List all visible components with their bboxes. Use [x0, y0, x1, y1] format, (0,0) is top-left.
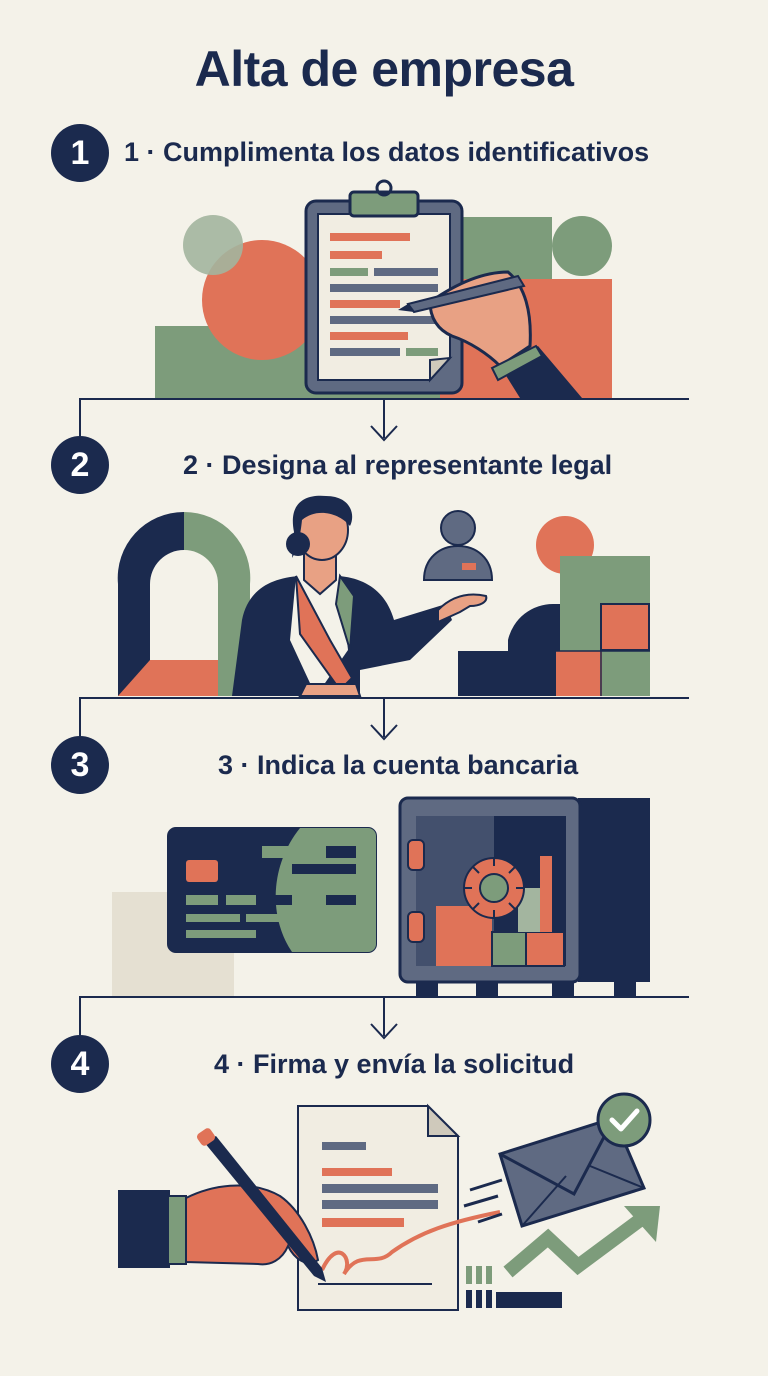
connector-2	[79, 697, 689, 741]
step3-illustration	[112, 796, 650, 996]
bar-stripes	[466, 1266, 562, 1308]
checkmark-icon	[596, 1092, 652, 1148]
step-badge-1: 1	[51, 124, 109, 182]
motion-lines	[463, 1178, 503, 1224]
step1-illustration	[155, 179, 612, 398]
writing-hand-icon	[398, 270, 582, 398]
page-title: Alta de empresa	[194, 41, 574, 97]
safe-icon	[398, 796, 650, 996]
step-title-4: 4 · Firma y envía la solicitud	[214, 1049, 575, 1079]
step-title-3: 3 · Indica la cuenta bancaria	[218, 750, 579, 780]
user-avatar-icon	[422, 510, 494, 581]
clipboard-icon	[304, 179, 464, 395]
growth-arrow-icon	[503, 1206, 660, 1278]
connector-3	[79, 996, 689, 1040]
sage-small-circle	[183, 215, 243, 275]
coral-circle	[202, 240, 322, 360]
geometric-blocks-right	[458, 516, 650, 696]
step4-illustration	[118, 1092, 660, 1311]
step-badge-2: 2	[51, 436, 109, 494]
envelope-icon	[498, 1116, 647, 1228]
step-badge-3: 3	[51, 736, 109, 794]
arch-shape	[117, 511, 251, 696]
document-icon	[297, 1103, 501, 1311]
signing-hand-icon	[118, 1128, 326, 1282]
step-title-2: 2 · Designa al representante legal	[183, 450, 613, 480]
step-badge-4: 4	[51, 1035, 109, 1093]
businesswoman-icon	[232, 495, 488, 697]
signature-stroke	[320, 1210, 501, 1276]
connector-1	[79, 398, 689, 442]
bank-card-icon	[167, 827, 377, 953]
sage-circle-right	[552, 216, 612, 276]
step2-illustration	[117, 495, 650, 697]
step-title-1: 1 · Cumplimenta los datos identificativo…	[124, 137, 650, 167]
